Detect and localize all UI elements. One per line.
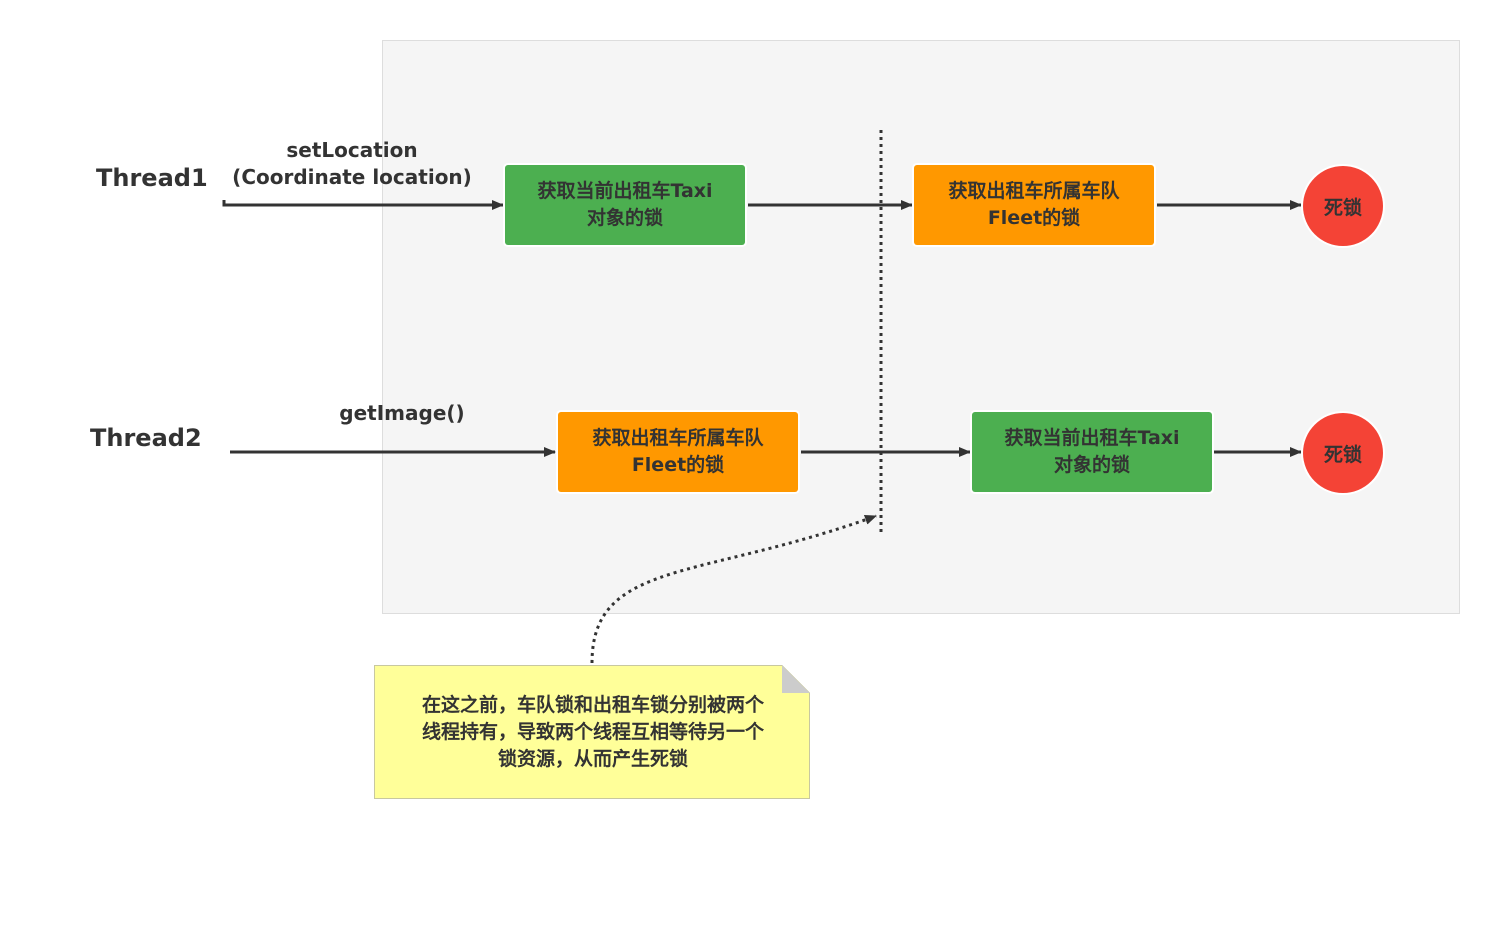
note-line3: 锁资源，从而产生死锁 (497, 748, 688, 770)
thread2-lock-fleet-box[interactable]: 获取出租车所属车队 Fleet的锁 (558, 412, 798, 492)
thread1-lock-taxi-box[interactable]: 获取当前出租车Taxi 对象的锁 (505, 165, 745, 245)
thread1-lock-fleet-box[interactable]: 获取出租车所属车队 Fleet的锁 (914, 165, 1154, 245)
note-line2: 线程持有，导致两个线程互相等待另一个 (421, 721, 764, 743)
thread2-lock-taxi-line2: 对象的锁 (1053, 454, 1130, 476)
thread2-method-name: getImage() (339, 401, 465, 425)
thread2-lock-fleet-line1: 获取出租车所属车队 (592, 427, 764, 449)
thread1-label: Thread1 (96, 164, 208, 192)
thread2-method-label: getImage() (332, 400, 472, 427)
thread2-deadlock-node[interactable]: 死锁 (1303, 413, 1383, 493)
note-shape (374, 665, 810, 799)
thread1-deadlock-node[interactable]: 死锁 (1303, 166, 1383, 246)
thread1-method-params: (Coordinate location) (232, 165, 472, 189)
explanation-note: 在这之前，车队锁和出租车锁分别被两个 线程持有，导致两个线程互相等待另一个 锁资… (374, 665, 810, 799)
thread2-lock-taxi-line1: 获取当前出租车Taxi (1004, 427, 1180, 449)
thread1-method-name: setLocation (286, 138, 418, 162)
diagram-panel (382, 40, 1460, 614)
note-pointer-arrow (590, 514, 877, 664)
thread1-method-label: setLocation (Coordinate location) (232, 137, 472, 191)
thread1-lock-fleet-line1: 获取出租车所属车队 (948, 180, 1120, 202)
thread1-lock-fleet-line2: Fleet的锁 (987, 207, 1081, 229)
note-line1: 在这之前，车队锁和出租车锁分别被两个 (421, 694, 764, 716)
thread2-lock-fleet-line2: Fleet的锁 (631, 454, 725, 476)
thread2-label: Thread2 (90, 424, 202, 452)
note-text: 在这之前，车队锁和出租车锁分别被两个 线程持有，导致两个线程互相等待另一个 锁资… (388, 692, 798, 773)
thread2-lock-taxi-box[interactable]: 获取当前出租车Taxi 对象的锁 (972, 412, 1212, 492)
thread1-lock-taxi-line2: 对象的锁 (586, 207, 663, 229)
thread1-lock-taxi-line1: 获取当前出租车Taxi (537, 180, 713, 202)
thread1-arrow-start (222, 200, 504, 210)
